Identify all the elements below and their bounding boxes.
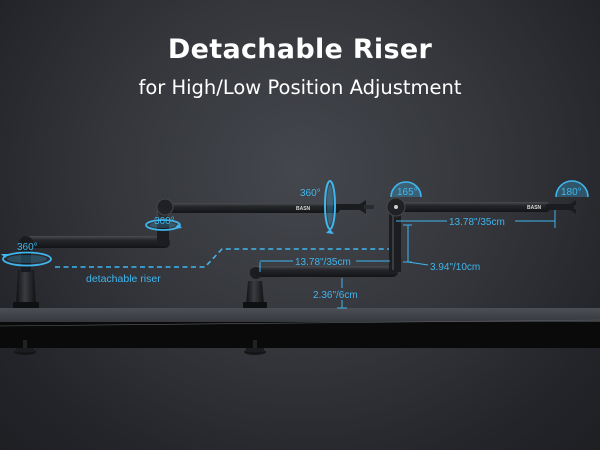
elbow-rotation-label: 360° <box>154 216 175 227</box>
clamp-spacing-dimension <box>337 278 347 309</box>
riser-height-dimension <box>403 224 429 266</box>
mount-rotation-label: 360° <box>300 188 321 199</box>
left-arm-logo: BASN <box>296 206 311 212</box>
lower-arm-dimension <box>259 260 390 272</box>
desk <box>0 308 600 348</box>
mount-rotation-icon <box>324 180 336 234</box>
base-rotation-icon <box>1 251 52 267</box>
left-clamp <box>14 340 36 355</box>
riser-height-label: 3.94"/10cm <box>430 262 480 273</box>
upper-arm-dimension <box>396 210 556 228</box>
detachable-riser-label: detachable riser <box>86 273 161 285</box>
upper-arm-length-label: 13.78"/35cm <box>449 217 505 228</box>
right-boom-arm <box>243 197 586 308</box>
right-arm-logo: BASN <box>527 205 542 211</box>
riser-tilt-icon <box>390 181 422 198</box>
mount-tilt-label: 180° <box>561 187 582 198</box>
elbow-rotation-icon <box>145 219 182 231</box>
clamp-spacing-label: 2.36"/6cm <box>313 290 358 301</box>
banner-title: Detachable Riser <box>167 34 433 65</box>
riser-tilt-label: 165° <box>397 187 418 198</box>
lower-arm-length-label: 13.78"/35cm <box>295 257 351 268</box>
mount-tilt-icon <box>555 180 589 198</box>
banner-subtitle: for High/Low Position Adjustment <box>138 76 462 99</box>
base-rotation-label: 360° <box>17 242 38 253</box>
right-clamp <box>244 340 266 355</box>
